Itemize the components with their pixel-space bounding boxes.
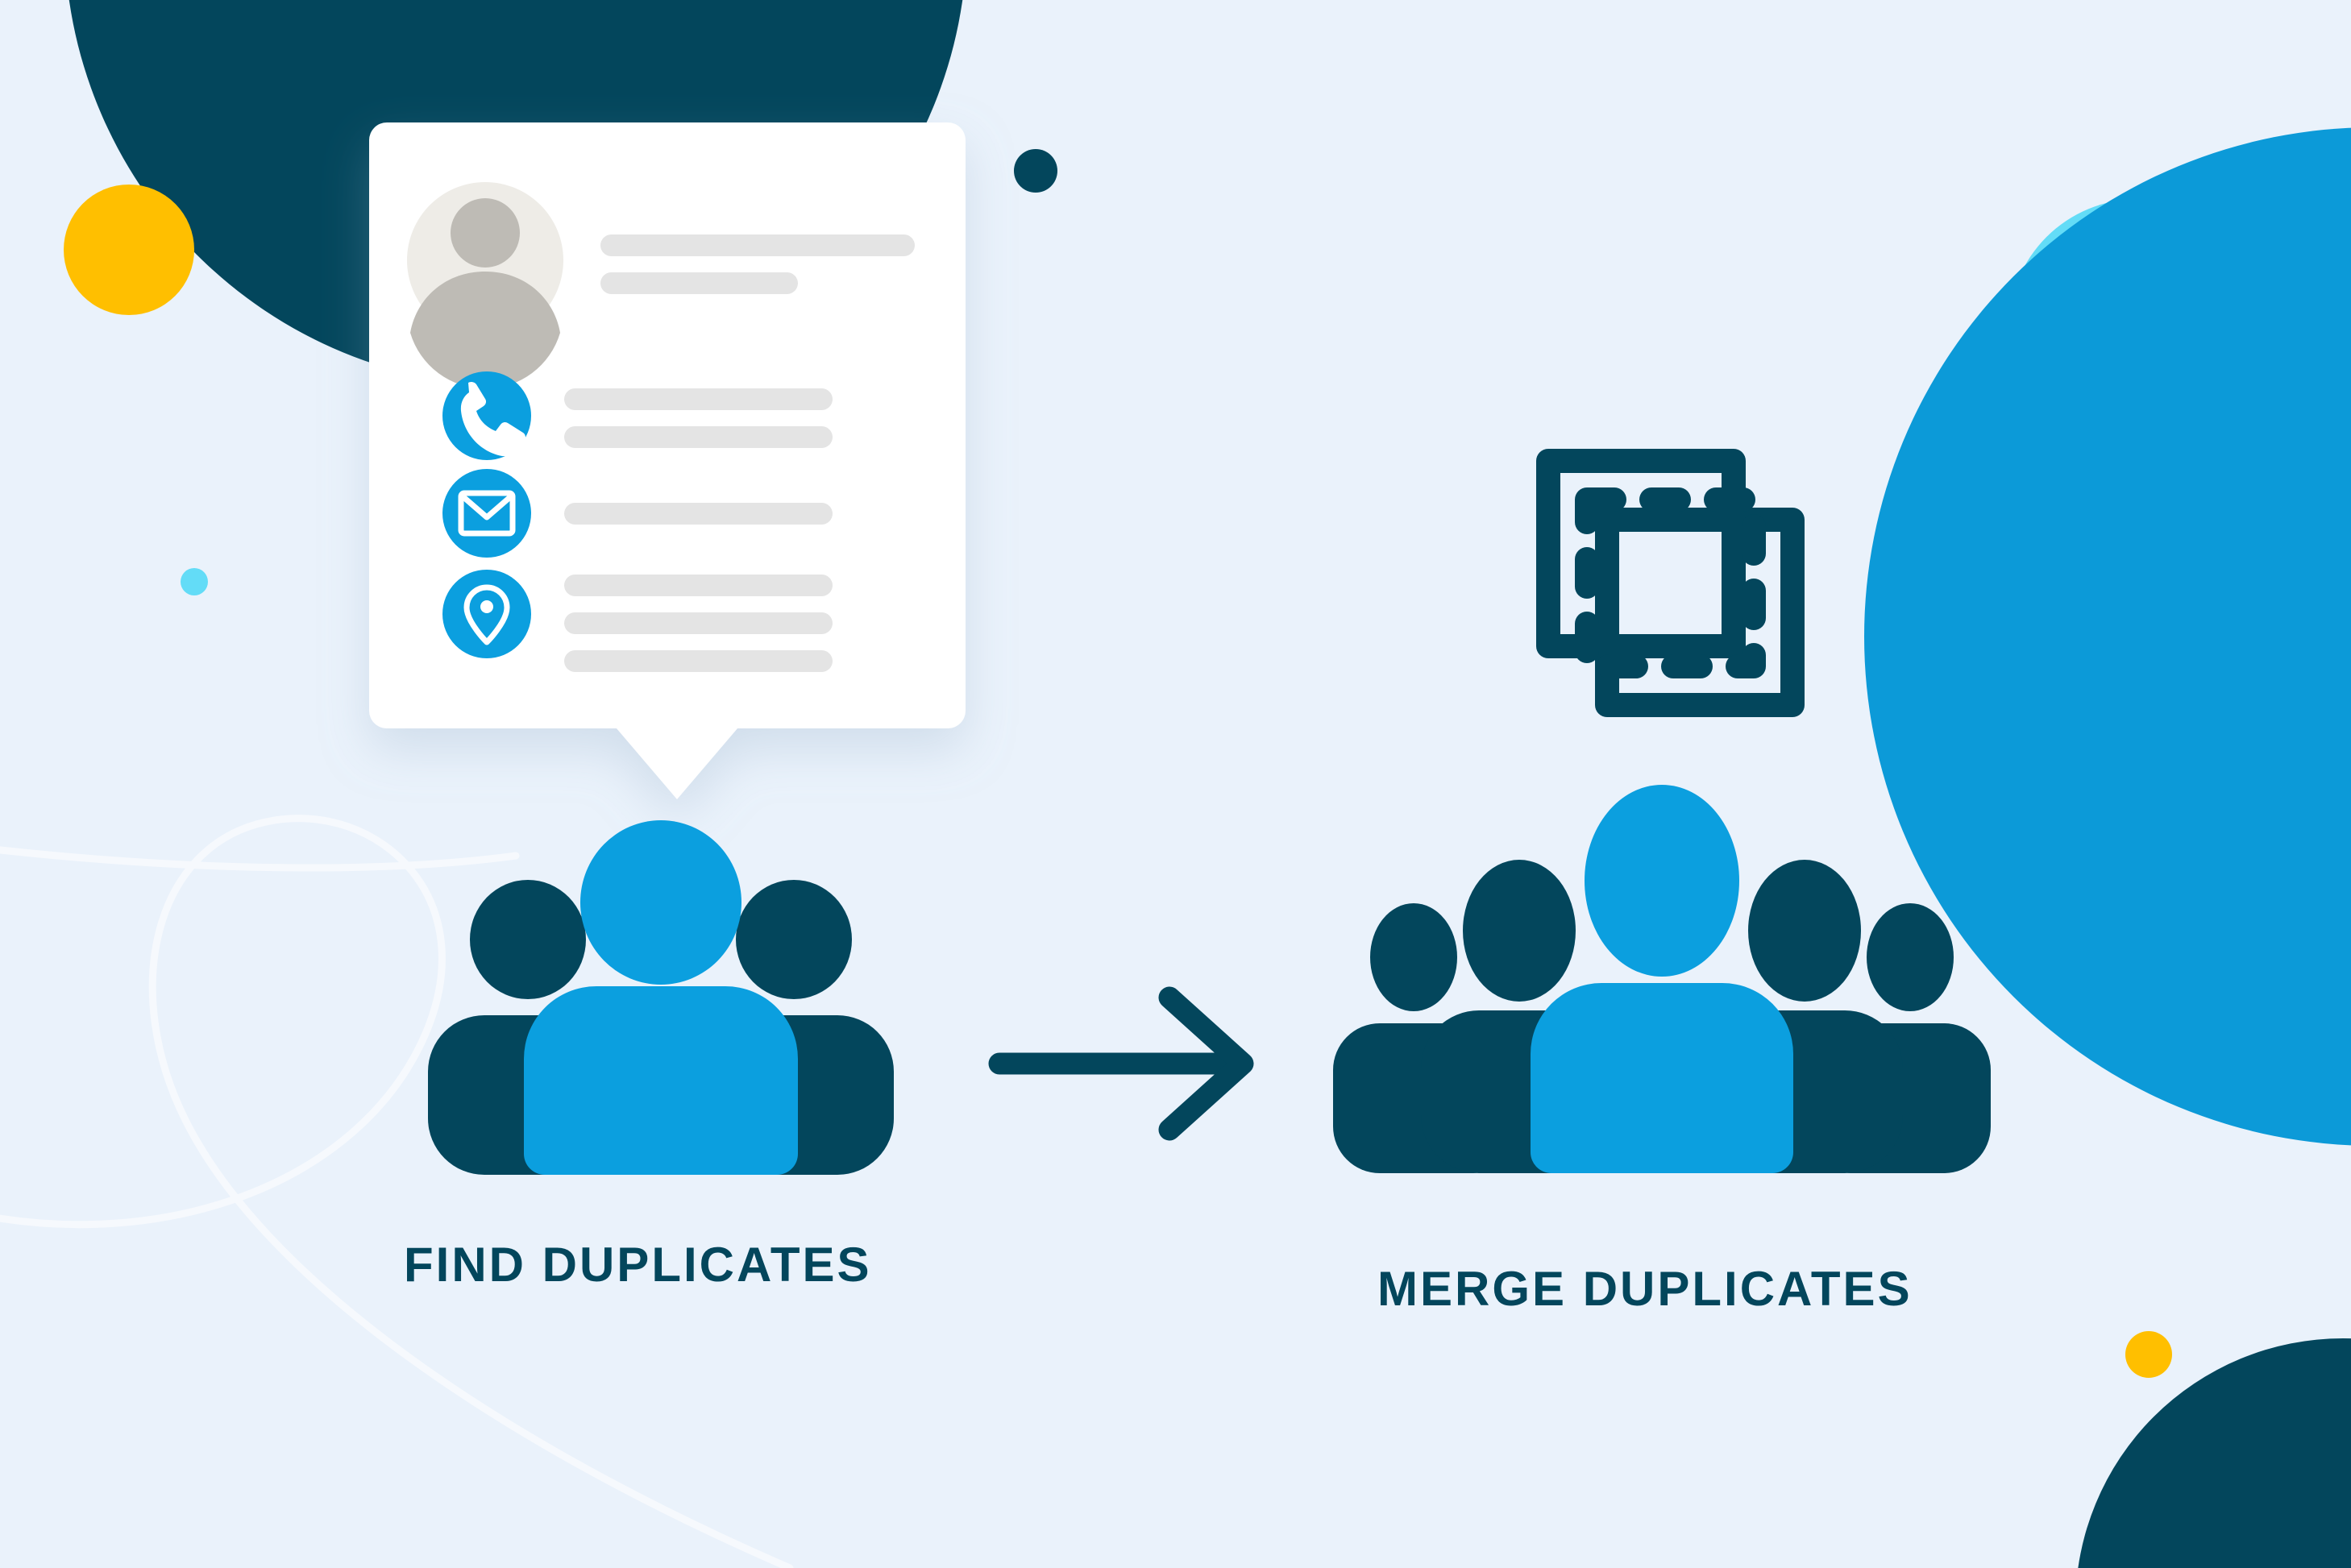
name-placeholder-line [600, 234, 915, 256]
people-group-merge [1333, 785, 1991, 1173]
teal-dot [1014, 149, 1057, 193]
cyan-dot [181, 568, 208, 595]
envelope-icon[interactable] [442, 469, 531, 558]
find-duplicates-label: FIND DUPLICATES [404, 1238, 872, 1292]
placeholder-line [564, 650, 833, 672]
dark-teal-circle [2078, 1338, 2351, 1568]
merge-duplicates-label: MERGE DUPLICATES [1377, 1262, 1913, 1316]
duplicate-copy-icon[interactable] [1536, 449, 1805, 717]
person-highlight-center [1531, 785, 1793, 1173]
subtitle-placeholder-line [600, 272, 798, 294]
avatar [407, 182, 563, 389]
bright-blue-circle [1864, 127, 2351, 1146]
placeholder-line [564, 612, 833, 634]
people-group-find [428, 820, 894, 1175]
yellow-dot [2125, 1331, 2172, 1378]
right-arrow-icon [988, 986, 1254, 1141]
yellow-circle [64, 185, 194, 315]
placeholder-line [564, 388, 833, 410]
placeholder-line [564, 426, 833, 448]
placeholder-line [564, 503, 833, 525]
person-highlight-center [524, 820, 798, 1175]
swirl-line [0, 815, 794, 1568]
phone-icon[interactable] [442, 371, 531, 460]
location-pin-icon[interactable] [442, 570, 531, 658]
placeholder-line [564, 575, 833, 596]
